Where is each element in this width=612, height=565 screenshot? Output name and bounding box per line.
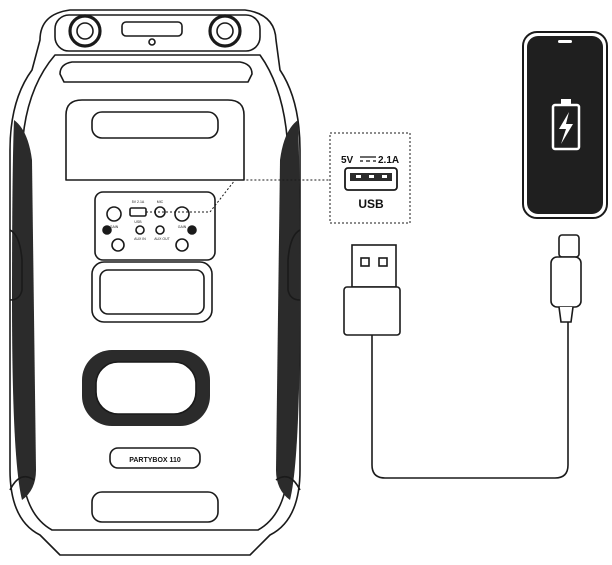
callout-leader-line — [146, 179, 330, 213]
gain-knob-left — [106, 206, 122, 222]
usb-callout-current: 2.1A — [378, 155, 399, 166]
panel-gain-right-label: GAIN — [178, 225, 187, 229]
speaker-inner-outline — [21, 54, 289, 531]
speaker — [9, 9, 301, 556]
panel-aux-in-label: AUX IN — [134, 237, 146, 241]
right-grille — [276, 120, 300, 500]
speaker-body-outline — [9, 9, 301, 556]
panel-aux-out-label: AUX OUT — [154, 237, 170, 241]
panel-dc-label: 5V 2.1A — [132, 200, 145, 204]
dc-symbol-icon — [360, 156, 376, 162]
top-knob-right — [208, 14, 242, 48]
cable-wire — [371, 322, 569, 479]
panel-aux-in-jack — [135, 225, 145, 235]
panel-gain-left-label: GAIN — [110, 225, 119, 229]
right-bumper — [287, 229, 301, 301]
top-handle — [59, 61, 253, 83]
panel-usb-label: USB — [134, 220, 142, 224]
panel-mic-socket-right — [175, 238, 189, 252]
middle-handle — [91, 261, 213, 323]
usb-callout-label: USB — [358, 197, 384, 211]
left-grille — [12, 120, 36, 500]
upper-front-recess — [65, 99, 245, 181]
bottom-handle — [91, 491, 219, 523]
phone-speaker-slot — [558, 40, 572, 43]
top-knob-left — [68, 14, 102, 48]
top-power-icon — [148, 38, 156, 46]
top-control-strip — [54, 14, 261, 52]
battery-charging-icon — [551, 99, 581, 151]
connector-panel — [94, 191, 216, 261]
panel-mic-socket-left — [111, 238, 125, 252]
model-badge — [109, 447, 201, 469]
panel-aux-out-jack — [155, 225, 165, 235]
usb-callout-voltage: 5V — [341, 155, 354, 166]
panel-mic-label: MIC — [157, 200, 164, 204]
usb-a-plug-icon — [343, 244, 401, 336]
model-label: PARTYBOX 110 — [129, 457, 181, 464]
smartphone — [522, 31, 608, 219]
usb-callout: 5V 2.1A USB — [329, 132, 411, 224]
usb-cable — [343, 234, 582, 479]
usb-c-plug-icon — [550, 234, 582, 323]
gain-knob-right — [174, 206, 190, 222]
top-button-bar — [121, 21, 183, 37]
left-bumper — [9, 229, 23, 301]
bass-port-inner — [95, 361, 197, 415]
